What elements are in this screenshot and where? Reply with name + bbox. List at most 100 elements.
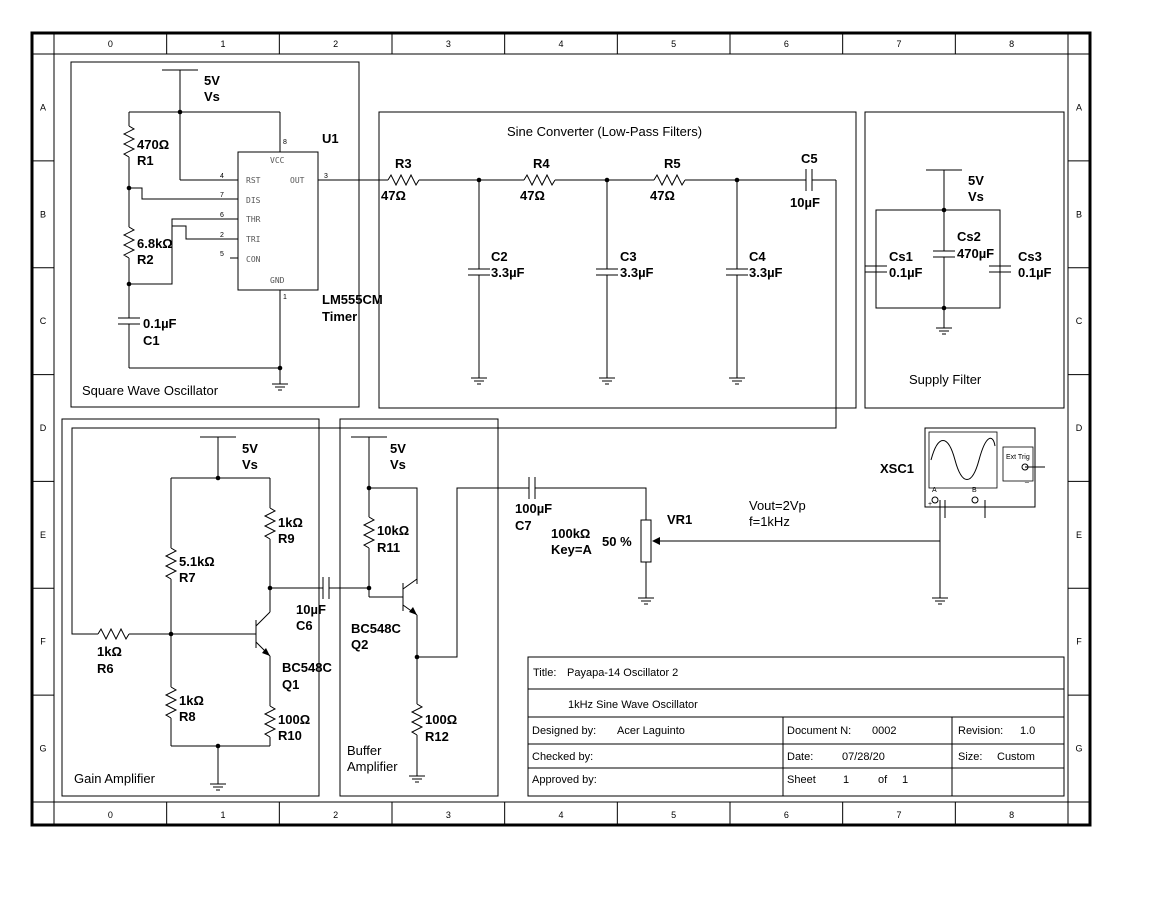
pin-num-con: 5 [220, 251, 224, 258]
pin-con-label: CON [246, 255, 261, 264]
pin-vcc-label: VCC [270, 156, 285, 165]
r12-ref: R12 [425, 729, 449, 744]
sine-wave-icon [930, 437, 996, 480]
zone-row-right-A: A [1076, 102, 1082, 112]
zone-col-bottom-7: 7 [896, 810, 901, 820]
zone-row-left-B: B [40, 209, 46, 219]
zone-col-bottom-6: 6 [784, 810, 789, 820]
zone-col-bottom-5: 5 [671, 810, 676, 820]
buffer-supply-name: Vs [390, 457, 406, 472]
zone-col-bottom-3: 3 [446, 810, 451, 820]
docn-label: Document N: [787, 725, 851, 737]
date-value: 07/28/20 [842, 751, 885, 763]
zone-col-bottom-8: 8 [1009, 810, 1014, 820]
q1-ref: Q1 [282, 677, 299, 692]
r9-ref: R9 [278, 531, 295, 546]
designed-value: Acer Laguinto [617, 725, 685, 737]
r3-value: 47Ω [381, 188, 406, 203]
r5-ref: R5 [664, 156, 681, 171]
ch-a-label: A [932, 487, 937, 494]
pin-num-thr: 6 [220, 212, 224, 219]
timer-ic: VCC RST DIS THR TRI CON OUT GND 8 4 7 6 … [220, 139, 328, 301]
buffer-amp-block [339, 418, 499, 797]
r7-ref: R7 [179, 570, 196, 585]
zone-row-right-D: D [1076, 423, 1083, 433]
pin-num-vcc: 8 [283, 139, 287, 146]
q2-part: BC548C [351, 621, 401, 636]
supply-name-label: Vs [204, 89, 220, 104]
r4-value: 47Ω [520, 188, 545, 203]
zone-row-right-G: G [1075, 744, 1082, 754]
r6-ref: R6 [97, 661, 114, 676]
r2-ref: R2 [137, 252, 154, 267]
ch-b-label: B [972, 487, 977, 494]
c6-ref: C6 [296, 618, 313, 633]
designed-label: Designed by: [532, 725, 596, 737]
vr1-ref: VR1 [667, 512, 692, 527]
c3-ref: C3 [620, 249, 637, 264]
sine-converter-block-title: Sine Converter (Low-Pass Filters) [507, 124, 702, 139]
cs3-ref: Cs3 [1018, 249, 1042, 264]
u1-part: LM555CM [322, 292, 383, 307]
subtitle: 1kHz Sine Wave Oscillator [568, 699, 698, 711]
freq-annotation: f=1kHz [749, 514, 790, 529]
vr1-key: Key=A [551, 542, 592, 557]
c1-ref: C1 [143, 333, 160, 348]
c5-value: 10µF [790, 195, 820, 210]
gain-amp-block-title: Gain Amplifier [74, 771, 156, 786]
zone-col-top-4: 4 [558, 39, 563, 49]
zone-row-left-G: G [39, 744, 46, 754]
scope-ref: XSC1 [880, 461, 914, 476]
checked-label: Checked by: [532, 751, 593, 763]
zone-col-bottom-1: 1 [220, 810, 225, 820]
r10-ref: R10 [278, 728, 302, 743]
r3-ref: R3 [395, 156, 412, 171]
buffer-amp-block-title-1: Buffer [347, 743, 382, 758]
sheet-value: 1 [843, 774, 849, 786]
title-block [527, 656, 1065, 797]
buffer-amp-circuit [351, 436, 949, 783]
c4-value: 3.3µF [749, 265, 783, 280]
vr1-percent: 50 % [602, 534, 632, 549]
c7-ref: C7 [515, 518, 532, 533]
c2-ref: C2 [491, 249, 508, 264]
r8-ref: R8 [179, 709, 196, 724]
square-wave-circuit [118, 69, 289, 391]
supply-voltage-label: 5V [204, 73, 220, 88]
r11-ref: R11 [377, 540, 400, 555]
ch-a-minus: _ [945, 501, 950, 508]
cs3-value: 0.1µF [1018, 265, 1052, 280]
oscilloscope[interactable]: Ext Trig _ A B + _ [924, 427, 1045, 518]
u1-desc: Timer [322, 309, 357, 324]
r11-value: 10kΩ [377, 523, 409, 538]
r5-value: 47Ω [650, 188, 675, 203]
zone-col-top-0: 0 [108, 39, 113, 49]
date-label: Date: [787, 751, 813, 763]
buffer-amp-block-title-2: Amplifier [347, 759, 398, 774]
q1-part: BC548C [282, 660, 332, 675]
zone-row-left-F: F [40, 637, 46, 647]
u1-ref: U1 [322, 131, 339, 146]
pin-num-out: 3 [324, 173, 328, 180]
of-value: 1 [902, 774, 908, 786]
c4-ref: C4 [749, 249, 766, 264]
sine-converter-block [378, 111, 857, 409]
zone-col-bottom-4: 4 [558, 810, 563, 820]
ext-trig-label: Ext Trig [1006, 454, 1030, 461]
title-value: Payapa-14 Oscillator 2 [567, 667, 678, 679]
vout-annotation: Vout=2Vp [749, 498, 806, 513]
zone-col-top-8: 8 [1009, 39, 1014, 49]
zone-col-top-6: 6 [784, 39, 789, 49]
pin-num-gnd: 1 [283, 294, 287, 301]
pin-thr-label: THR [246, 215, 261, 224]
r10-value: 100Ω [278, 712, 310, 727]
c5-ref: C5 [801, 151, 818, 166]
square-wave-block-title: Square Wave Oscillator [82, 383, 219, 398]
c7-value: 100µF [515, 501, 552, 516]
zone-col-top-2: 2 [333, 39, 338, 49]
square-wave-block [70, 61, 360, 408]
drawing-frame [30, 31, 1092, 827]
c1-value: 0.1µF [143, 316, 177, 331]
r12-value: 100Ω [425, 712, 457, 727]
vr1-value: 100kΩ [551, 526, 590, 541]
